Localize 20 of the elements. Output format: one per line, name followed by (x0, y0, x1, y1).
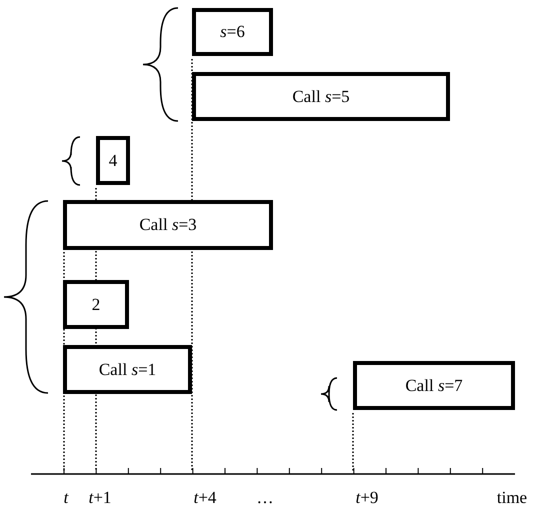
interval-box (63, 345, 192, 394)
ellipsis: … (256, 488, 274, 508)
axis-tick-label: t+1 (88, 488, 112, 508)
axis-tick-label: t+9 (356, 488, 378, 508)
interval-box (192, 8, 273, 56)
axis-tick-label: t+4 (194, 488, 216, 508)
interval-box (96, 136, 130, 185)
interval-box (353, 361, 515, 410)
interval-box (63, 200, 273, 250)
axis-tick-label: t (64, 488, 68, 508)
box-label: Call s=5 (292, 86, 350, 106)
interval-box (63, 280, 129, 329)
box-label: Call s=7 (405, 376, 463, 396)
box-label: s=6 (220, 22, 245, 42)
interval-box (192, 72, 450, 121)
box-label: 4 (108, 150, 118, 170)
box-label: Call s=1 (98, 360, 156, 380)
box-label: 2 (92, 294, 100, 314)
box-label: Call s=3 (139, 215, 197, 235)
axis-title: time (496, 488, 528, 508)
